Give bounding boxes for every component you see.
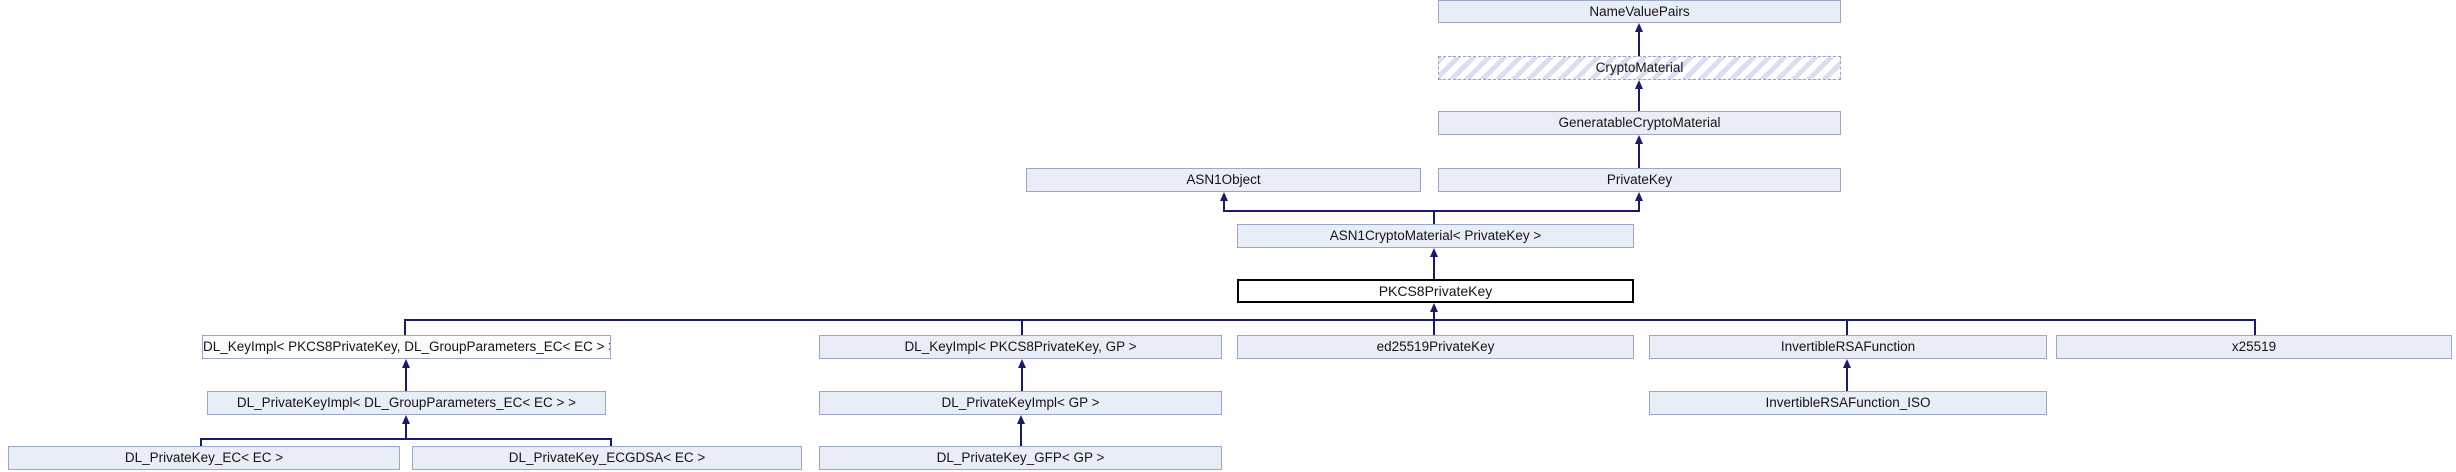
inheritance-edge [1638, 31, 1640, 56]
inheritance-arrow-icon [1430, 248, 1438, 257]
inheritance-edge [1020, 423, 1022, 446]
inheritance-edge [1433, 311, 1435, 335]
inheritance-arrow-icon [1220, 192, 1228, 201]
inheritance-arrow-icon [1635, 135, 1643, 144]
class-box-dl-keyimpl-ec: DL_KeyImpl< PKCS8PrivateKey, DL_GroupPar… [202, 335, 611, 359]
class-box-privatekey[interactable]: PrivateKey [1438, 168, 1841, 192]
inheritance-edge [2254, 319, 2256, 335]
inheritance-edge [1433, 256, 1435, 279]
inheritance-arrow-icon [402, 359, 410, 368]
class-box-dl-privatekey-ecgdsa[interactable]: DL_PrivateKey_ECGDSA< EC > [412, 446, 802, 470]
class-box-asn1cryptomaterial-privatekey[interactable]: ASN1CryptoMaterial< PrivateKey > [1237, 224, 1634, 248]
inheritance-edge [405, 423, 407, 440]
inheritance-arrow-icon [402, 415, 410, 424]
inheritance-edge [405, 367, 407, 391]
inheritance-arrow-icon [1018, 359, 1026, 368]
inheritance-edge [1433, 210, 1435, 224]
class-box-dl-privatekeyimpl-ec[interactable]: DL_PrivateKeyImpl< DL_GroupParameters_EC… [207, 391, 606, 415]
inheritance-edge [200, 438, 612, 440]
class-box-x25519[interactable]: x25519 [2056, 335, 2452, 359]
inheritance-arrow-icon [1635, 192, 1643, 201]
inheritance-arrow-icon [1635, 80, 1643, 89]
inheritance-arrow-icon [1843, 359, 1851, 368]
class-box-invertiblersafunction[interactable]: InvertibleRSAFunction [1649, 335, 2047, 359]
inheritance-edge [200, 438, 202, 446]
class-box-invertiblersafunction-iso[interactable]: InvertibleRSAFunction_ISO [1649, 391, 2047, 415]
inheritance-edge [1638, 143, 1640, 168]
inheritance-edge [1021, 319, 1023, 335]
class-box-dl-privatekeyimpl-gp[interactable]: DL_PrivateKeyImpl< GP > [819, 391, 1222, 415]
class-box-ed25519privatekey[interactable]: ed25519PrivateKey [1237, 335, 1634, 359]
inheritance-edge [1223, 210, 1640, 212]
inheritance-edge [1846, 367, 1848, 391]
inheritance-edge [610, 438, 612, 446]
class-box-asn1object[interactable]: ASN1Object [1026, 168, 1421, 192]
class-box-dl-keyimpl-gp[interactable]: DL_KeyImpl< PKCS8PrivateKey, GP > [819, 335, 1222, 359]
class-box-cryptomaterial: CryptoMaterial [1438, 56, 1841, 80]
inheritance-arrow-icon [1430, 303, 1438, 312]
class-box-namevaluepairs[interactable]: NameValuePairs [1438, 0, 1841, 23]
inheritance-edge [1021, 367, 1023, 391]
inheritance-edge [1846, 319, 1848, 335]
inheritance-edge [1223, 200, 1225, 210]
class-box-generatablecryptomaterial[interactable]: GeneratableCryptoMaterial [1438, 111, 1841, 135]
inheritance-arrow-icon [1635, 23, 1643, 32]
class-box-dl-privatekey-ec[interactable]: DL_PrivateKey_EC< EC > [8, 446, 400, 470]
inheritance-edge [1638, 88, 1640, 111]
class-box-pkcs8privatekey-current: PKCS8PrivateKey [1237, 279, 1634, 303]
inheritance-arrow-icon [1017, 415, 1025, 424]
class-box-dl-privatekey-gfp[interactable]: DL_PrivateKey_GFP< GP > [819, 446, 1222, 470]
inheritance-edge [404, 319, 2256, 321]
inheritance-edge [1638, 200, 1640, 210]
inheritance-edge [404, 319, 406, 335]
